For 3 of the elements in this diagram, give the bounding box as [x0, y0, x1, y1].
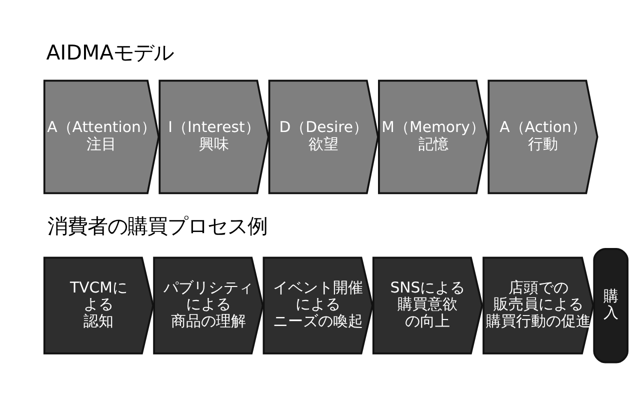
label: AIDMAモデル [46, 40, 174, 64]
node-box: 購入 [593, 248, 628, 364]
label: 消費者の購買プロセス例 [47, 214, 268, 238]
